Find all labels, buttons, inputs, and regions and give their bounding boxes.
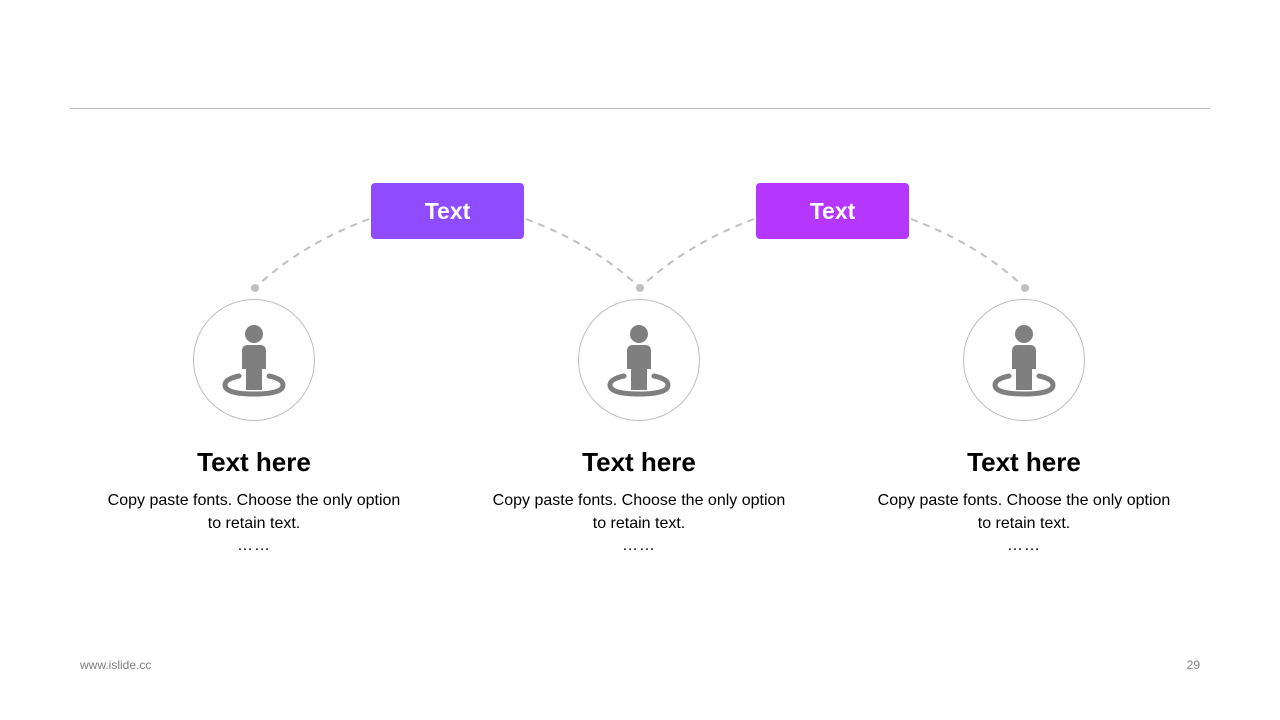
item-description-line-2: to retain text. xyxy=(207,515,301,532)
connector-dot-2 xyxy=(636,284,644,292)
item-title: Text here xyxy=(197,447,311,477)
item-description: Copy paste fonts. Choose the only option… xyxy=(89,489,419,535)
item-title: Text here xyxy=(967,447,1081,477)
connector-right-b xyxy=(910,218,1026,289)
connector-right-a xyxy=(639,218,755,289)
item-3: Text here Copy paste fonts. Choose the o… xyxy=(859,446,1189,557)
item-2: Text here Copy paste fonts. Choose the o… xyxy=(474,446,804,557)
top-divider xyxy=(70,108,1210,109)
item-description-line-2: to retain text. xyxy=(592,515,686,532)
icon-circle-1 xyxy=(193,299,315,421)
tag-box-2: Text xyxy=(756,183,909,239)
item-description-line-1: Copy paste fonts. Choose the only option xyxy=(877,492,1171,509)
page-number: 29 xyxy=(1186,658,1200,672)
tag-label-1: Text xyxy=(424,197,471,224)
person-on-ring-icon xyxy=(607,325,671,397)
item-title: Text here xyxy=(582,447,696,477)
item-description-line-2: to retain text. xyxy=(977,515,1071,532)
connector-dot-1 xyxy=(251,284,259,292)
item-1: Text here Copy paste fonts. Choose the o… xyxy=(89,446,419,557)
connector-left-a xyxy=(254,218,370,289)
person-on-ring-icon xyxy=(992,325,1056,397)
connector-left-b xyxy=(525,218,641,289)
item-description-line-1: Copy paste fonts. Choose the only option xyxy=(107,492,401,509)
item-description: Copy paste fonts. Choose the only option… xyxy=(859,489,1189,535)
tag-label-2: Text xyxy=(809,197,856,224)
icon-circle-3 xyxy=(963,299,1085,421)
item-description: Copy paste fonts. Choose the only option… xyxy=(474,489,804,535)
icon-circle-2 xyxy=(578,299,700,421)
item-ellipsis: …… xyxy=(237,537,271,554)
tag-box-1: Text xyxy=(371,183,524,239)
connector-dot-3 xyxy=(1021,284,1029,292)
item-ellipsis: …… xyxy=(622,537,656,554)
item-ellipsis: …… xyxy=(1007,537,1041,554)
person-on-ring-icon xyxy=(222,325,286,397)
item-description-line-1: Copy paste fonts. Choose the only option xyxy=(492,492,786,509)
footer-url: www.islide.cc xyxy=(80,658,152,672)
